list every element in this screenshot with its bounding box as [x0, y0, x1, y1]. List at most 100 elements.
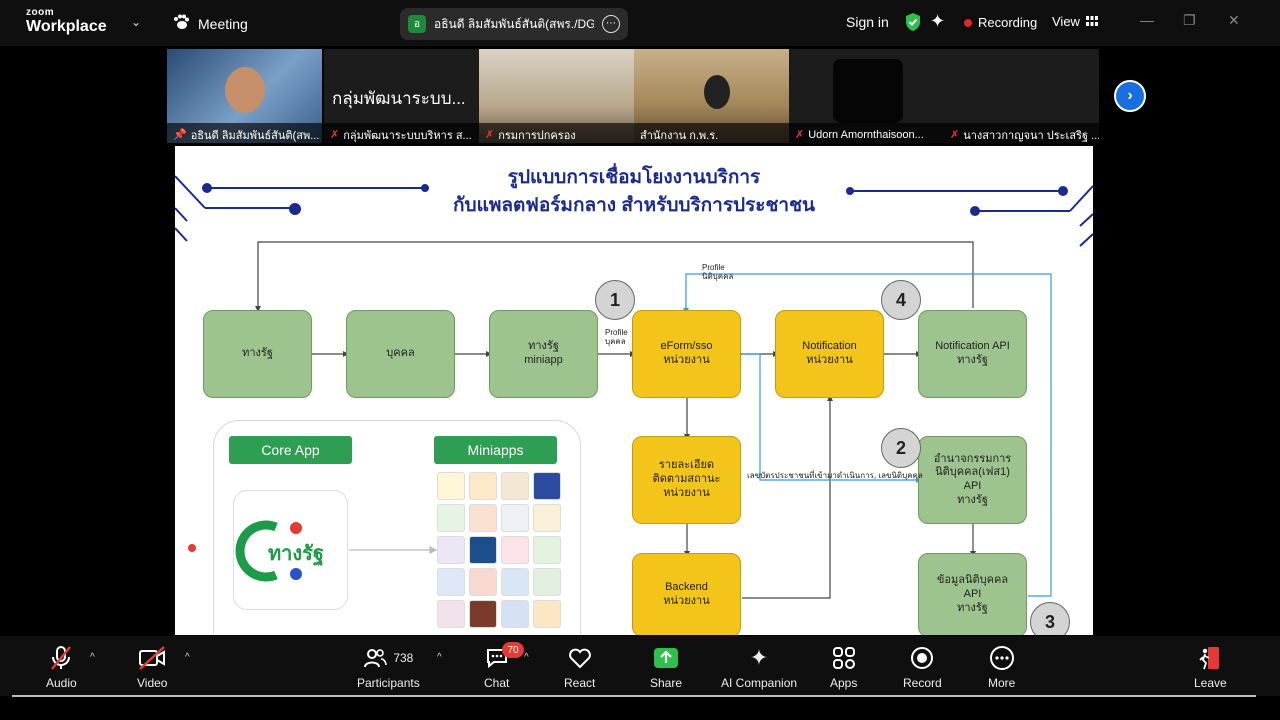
miniapp-icon — [501, 600, 529, 628]
participants-count: 738 — [393, 651, 414, 665]
sign-in-button[interactable]: Sign in — [846, 14, 889, 30]
grid-icon — [1085, 14, 1098, 29]
miniapp-icon — [469, 600, 497, 628]
video-off-icon — [138, 644, 166, 672]
flow-box-corporate-data: ข้อมูลนิติบุคคล API ทางรัฐ — [918, 553, 1027, 635]
react-label: React — [564, 676, 596, 690]
participant-name: ✗ Udorn Amornthaisoon... — [789, 123, 944, 143]
participant-tile[interactable]: ✗ กรมการปกครอง — [479, 49, 634, 143]
restore-icon[interactable]: ❐ — [1183, 12, 1196, 28]
logo-brand-top: zoom — [26, 7, 55, 18]
pin-icon: 📌 — [173, 129, 187, 141]
ai-companion-label: AI Companion — [721, 676, 798, 690]
zoom-logo: zoom Workplace — [26, 8, 107, 35]
participant-tile[interactable]: สำนักงาน ก.พ.ร. — [634, 49, 789, 143]
miniapp-icon — [533, 600, 561, 628]
participant-name: ✗ กรมการปกครอง — [479, 123, 634, 143]
slide-title-line1: รูปแบบการเชื่อมโยงงานบริการ — [507, 167, 761, 188]
participants-label: Participants — [357, 676, 420, 690]
speaker-avatar: อ — [408, 15, 426, 33]
tangrat-logo-icon — [235, 520, 302, 582]
meeting-label: Meeting — [198, 15, 248, 32]
leave-button[interactable]: Leave — [1194, 644, 1227, 690]
participant-name: สำนักงาน ก.พ.ร. — [634, 123, 789, 143]
mic-off-icon: ✗ — [795, 129, 805, 141]
audio-button[interactable]: Audio — [46, 644, 77, 690]
step-number: 1 — [595, 280, 635, 320]
view-label: View — [1052, 14, 1080, 29]
participants-options-caret[interactable]: ^ — [437, 652, 442, 663]
chat-options-caret[interactable]: ^ — [524, 652, 529, 663]
miniapp-icon — [501, 568, 529, 596]
miniapp-icon — [501, 536, 529, 564]
apps-label: Apps — [830, 676, 858, 690]
paw-icon — [172, 14, 190, 33]
flow-box-miniapp: ทางรัฐ miniapp — [489, 310, 598, 398]
video-label: Video — [137, 676, 168, 690]
close-icon[interactable]: ✕ — [1228, 12, 1240, 28]
miniapp-icon — [437, 536, 465, 564]
participants-button[interactable]: 738 Participants — [357, 644, 420, 690]
label-profile-person: Profile บุคคล — [605, 328, 628, 346]
flow-box-notification-api: Notification API ทางรัฐ — [918, 310, 1027, 398]
record-icon — [910, 644, 934, 672]
more-options-icon[interactable]: ⋯ — [602, 15, 620, 33]
flow-box-backend: Backend หน่วยงาน — [632, 553, 741, 635]
flow-box-person: บุคคล — [346, 310, 455, 398]
participant-tile[interactable]: ✗ นางสาวกาญจนา ประเสริฐ ... — [944, 49, 1099, 143]
participant-name: 📌 อธินดี ลิมสัมพันธ์สันติ(สพ... — [167, 123, 322, 143]
recording-indicator[interactable]: Recording — [964, 15, 1037, 30]
miniapp-icon — [437, 568, 465, 596]
miniapps-label: Miniapps — [434, 436, 557, 464]
label-profile-corporate: Profile นิติบุคคล — [702, 263, 734, 281]
flow-box-status-detail: รายละเอียด ติดตามสถานะ หน่วยงาน — [632, 436, 741, 524]
react-button[interactable]: React — [564, 644, 595, 690]
audio-options-caret[interactable]: ^ — [90, 652, 95, 663]
participant-big-name: กลุ่มพัฒนาระบบ... — [332, 89, 466, 108]
step-number: 2 — [881, 428, 921, 468]
more-icon — [989, 644, 1015, 672]
ai-companion-button[interactable]: ✦ AI Companion — [721, 644, 797, 690]
share-screen-icon — [653, 644, 679, 672]
miniapp-icon — [469, 472, 497, 500]
participant-name: ✗ กลุ่มพัฒนาระบบบริหาร ส... — [324, 123, 479, 143]
miniapp-icon — [533, 472, 561, 500]
bottom-divider — [12, 695, 1256, 697]
minimize-icon[interactable]: — — [1140, 12, 1154, 28]
miniapps-grid — [437, 472, 561, 628]
view-button[interactable]: View — [1052, 14, 1098, 29]
shield-check-icon[interactable] — [904, 12, 922, 32]
next-page-button[interactable]: › — [1114, 80, 1146, 112]
miniapp-icon — [533, 504, 561, 532]
more-button[interactable]: More — [988, 644, 1015, 690]
participant-video — [833, 59, 903, 123]
mic-off-icon: ✗ — [950, 129, 960, 141]
video-button[interactable]: Video — [137, 644, 167, 690]
participant-tile[interactable]: 📌 อธินดี ลิมสัมพันธ์สันติ(สพ... — [167, 49, 322, 143]
tangrat-app-card: ทางรัฐ — [233, 490, 348, 610]
share-label: Share — [650, 676, 683, 690]
participant-tile[interactable]: ✗ Udorn Amornthaisoon... — [789, 49, 944, 143]
record-button[interactable]: Record — [903, 644, 942, 690]
ai-sparkle-icon[interactable]: ✦ — [930, 11, 946, 31]
participant-tile[interactable]: กลุ่มพัฒนาระบบ... ✗ กลุ่มพัฒนาระบบบริหาร… — [324, 49, 479, 143]
chat-unread-badge: 70 — [502, 642, 524, 658]
participant-figure — [704, 75, 730, 109]
ai-sparkle-icon: ✦ — [749, 645, 769, 670]
chevron-down-icon[interactable]: ⌄ — [131, 15, 142, 29]
video-options-caret[interactable]: ^ — [185, 652, 190, 663]
miniapp-icon — [469, 504, 497, 532]
tangrat-logo-text: ทางรัฐ — [268, 543, 324, 565]
speaker-pill[interactable]: อ อธินดี ลิมสัมพันธ์สันติ(สพร./DGA)'s s … — [400, 8, 628, 40]
leave-door-icon — [1198, 644, 1222, 672]
meeting-info-button[interactable]: Meeting — [172, 14, 248, 33]
heart-icon — [568, 644, 592, 672]
step-number: 3 — [1030, 602, 1070, 635]
core-app-label: Core App — [229, 436, 352, 464]
step-number: 4 — [881, 280, 921, 320]
audio-label: Audio — [46, 676, 77, 690]
participants-icon-group: 738 — [363, 644, 413, 672]
apps-button[interactable]: Apps — [830, 644, 857, 690]
share-button[interactable]: Share — [650, 644, 682, 690]
recording-label: Recording — [978, 15, 1038, 30]
